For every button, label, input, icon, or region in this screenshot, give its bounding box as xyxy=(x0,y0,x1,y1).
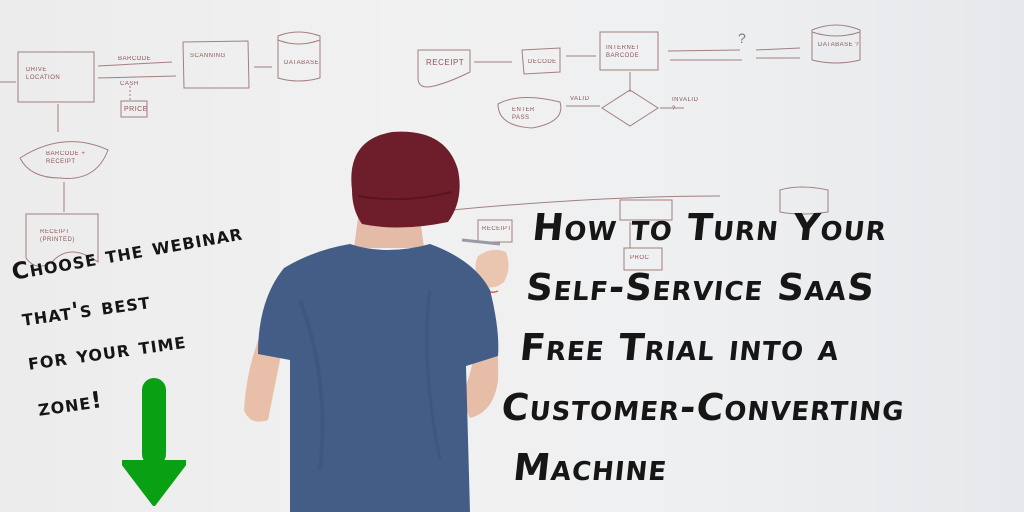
headline-line: How to Turn Your xyxy=(530,206,890,249)
sketch-label: Receipt xyxy=(426,58,465,67)
headline-line: Self-Service SaaS xyxy=(524,266,878,309)
sketch-label: Receipt (printed) xyxy=(40,229,75,243)
sketch-label: Database xyxy=(284,60,320,66)
sketch-label: ? xyxy=(738,30,747,46)
sketch-label: Proc xyxy=(630,255,650,261)
headline-line: Customer-Converting xyxy=(499,386,908,429)
sketch-label: Valid xyxy=(570,96,590,102)
sketch-label: Receipt xyxy=(482,226,512,232)
sketch-label: Invalid ? xyxy=(672,97,699,112)
sketch-label: Barcode + receipt xyxy=(46,151,86,165)
sketch-label: Scanning xyxy=(190,53,226,59)
sketch-label: Database ? xyxy=(818,42,860,48)
arrow-down-icon xyxy=(122,378,186,506)
headline-line: Free Trial into a xyxy=(517,326,842,369)
sketch-label: Decode xyxy=(528,59,557,65)
sketch-label: Enter Pass xyxy=(512,107,535,121)
sketch-label: Drive location xyxy=(26,67,61,81)
sketch-label: barcode xyxy=(118,56,152,62)
headline-line: Machine xyxy=(511,446,670,489)
sketch-label: Internet Barcode xyxy=(606,45,640,59)
sketch-label: Price xyxy=(124,106,148,113)
sketch-label: Cash xyxy=(120,81,139,87)
headline: How to Turn Your Self-Service SaaS Free … xyxy=(499,198,1024,498)
